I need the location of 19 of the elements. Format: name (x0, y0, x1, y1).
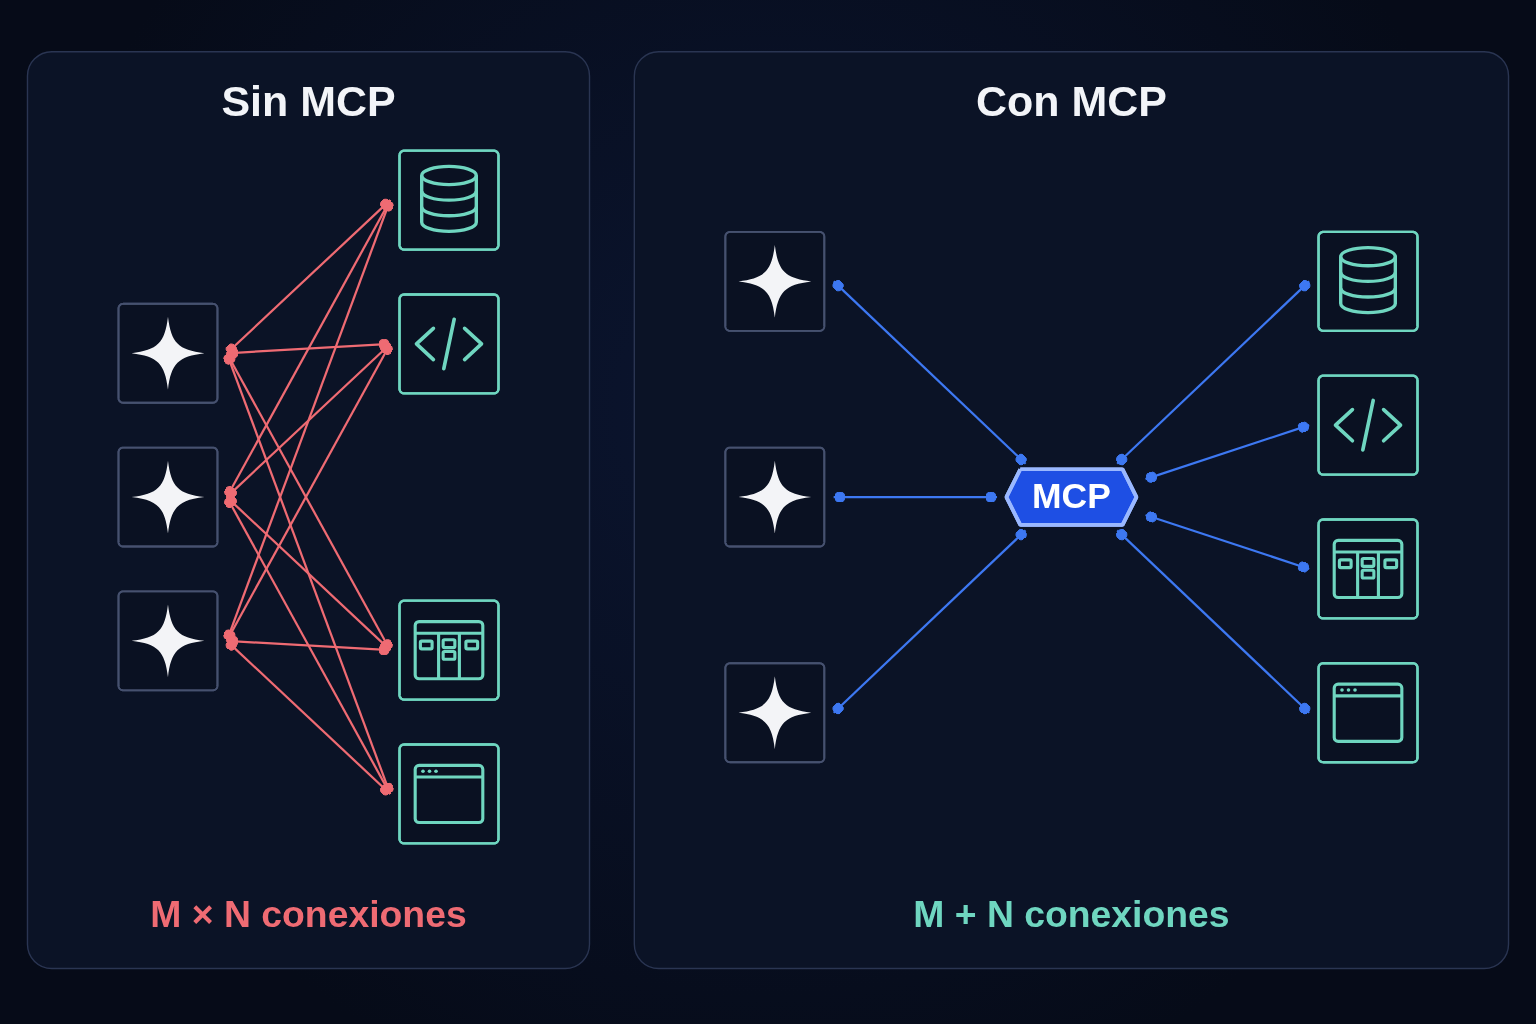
connector (1145, 511, 1310, 573)
connector (223, 199, 394, 642)
connector (224, 199, 393, 498)
connector (225, 198, 392, 355)
connector (224, 496, 393, 795)
connector (832, 280, 1027, 466)
connector (225, 639, 392, 796)
connection-count-text: M + N conexiones (913, 893, 1230, 936)
connector (1116, 528, 1311, 715)
connector (226, 338, 391, 359)
connector (833, 491, 998, 503)
connector (225, 495, 392, 652)
connection-count-text: M × N conexiones (150, 893, 467, 936)
connector (225, 342, 392, 499)
connector (832, 528, 1027, 715)
connector (1116, 280, 1311, 466)
connector (226, 635, 391, 656)
connector (223, 352, 394, 795)
connector (1145, 421, 1310, 483)
